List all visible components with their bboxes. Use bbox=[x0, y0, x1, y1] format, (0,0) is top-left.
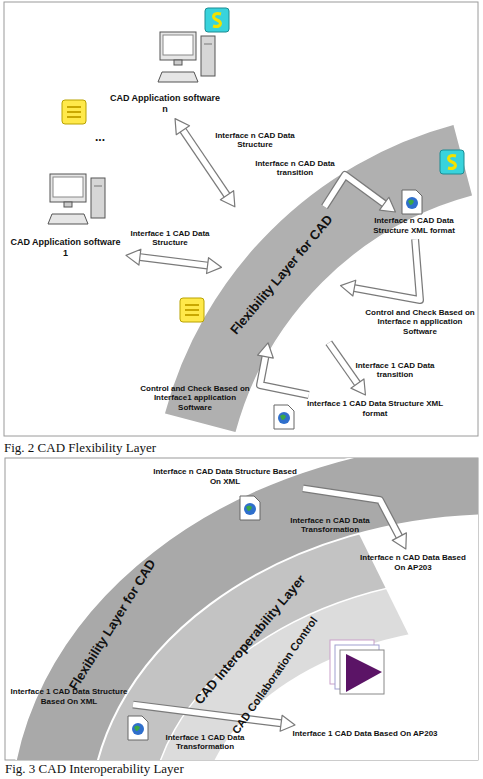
transfer-arrow bbox=[341, 239, 420, 300]
arrow-label: Control and Check Based on Interface n a… bbox=[365, 308, 475, 337]
arrow-outline bbox=[260, 353, 309, 395]
arrow-head bbox=[220, 191, 234, 207]
arrow-body bbox=[325, 175, 388, 207]
transfer-arrow bbox=[133, 705, 295, 732]
node-text: CAD Application software n bbox=[107, 93, 223, 115]
arrow-head bbox=[207, 258, 222, 274]
node-text: Interface n CAD Data Based On AP203 bbox=[354, 553, 472, 572]
data-structure-icon bbox=[180, 298, 204, 322]
figure-frame bbox=[4, 2, 478, 436]
data-structure-icon bbox=[205, 8, 229, 32]
arrow-body bbox=[350, 239, 420, 300]
node-text: Interface 1 CAD Data Structure XML forma… bbox=[302, 399, 448, 418]
arrow-label: Interface 1 CAD Data Transformation bbox=[150, 733, 260, 752]
arrow-head bbox=[175, 119, 189, 135]
arrow-label: Interface 1 CAD Data Structure bbox=[130, 229, 210, 248]
transfer-arrow bbox=[258, 343, 309, 395]
arrow-label: Interface 1 CAD Data transition bbox=[355, 361, 435, 380]
arrow-head bbox=[392, 533, 406, 549]
node-text: Interface 1 CAD Data Based On AP203 bbox=[292, 729, 438, 739]
arrow-head bbox=[341, 280, 356, 296]
arrow-head bbox=[351, 379, 366, 395]
xml-data-structure: Interface 1 CAD Data Structure Based On … bbox=[8, 686, 130, 707]
arrow-label: Interface n CAD Data Transformation bbox=[280, 516, 380, 535]
arrow-body bbox=[260, 353, 309, 395]
layer-bands bbox=[10, 458, 478, 760]
arrow-body bbox=[133, 705, 285, 724]
arrow-outline bbox=[350, 239, 420, 300]
xml-document-icon bbox=[274, 405, 294, 429]
arrow-label: Control and Check Based on Interface1 ap… bbox=[140, 384, 250, 413]
xml-document-icon bbox=[240, 496, 260, 520]
computer-icon bbox=[158, 32, 215, 82]
arrow-head bbox=[258, 343, 274, 358]
arrow-head bbox=[280, 715, 295, 731]
arrow-body bbox=[136, 257, 212, 267]
ellipsis-label: ... bbox=[95, 130, 105, 144]
arrow-label: Interface n CAD Data Structure bbox=[210, 131, 300, 150]
arrow-head bbox=[379, 197, 395, 212]
xml-data-structure: Interface n CAD Data Structure XML forma… bbox=[355, 215, 473, 236]
transfer-arrow bbox=[126, 249, 221, 273]
figure-caption: Fig. 3 CAD Interoperability Layer bbox=[5, 761, 184, 777]
xml-document-icon bbox=[402, 190, 422, 214]
figure-caption: Fig. 2 CAD Flexibility Layer bbox=[4, 440, 156, 456]
xml-data-structure: Interface 1 CAD Data Structure XML forma… bbox=[300, 398, 450, 419]
step-file-icon bbox=[330, 640, 384, 694]
node-text: Interface 1 CAD Data Structure Based On … bbox=[10, 687, 128, 706]
transfer-arrow bbox=[325, 175, 396, 212]
node-text: Interface n CAD Data Structure XML forma… bbox=[357, 216, 471, 235]
arrow-outline bbox=[329, 343, 360, 387]
node-text: CAD Application software 1 bbox=[10, 237, 121, 259]
xml-document-icon bbox=[128, 716, 148, 740]
data-structure-icon bbox=[440, 150, 464, 174]
arrow-head bbox=[126, 249, 141, 265]
arrow-body bbox=[329, 343, 360, 387]
xml-data-structure: Interface n CAD Data Structure Based On … bbox=[150, 466, 300, 487]
ap203-data: Interface 1 CAD Data Based On AP203 bbox=[290, 728, 440, 740]
application-computer: CAD Application software n bbox=[105, 92, 225, 116]
arrow-outline bbox=[133, 705, 285, 724]
computer-icon bbox=[48, 174, 105, 224]
ap203-data: Interface n CAD Data Based On AP203 bbox=[352, 552, 474, 573]
node-text: Interface n CAD Data Structure Based On … bbox=[152, 467, 298, 486]
arrow-outline bbox=[325, 175, 388, 207]
data-structure-icon bbox=[62, 100, 86, 124]
arrow-label: Interface n CAD Data transition bbox=[253, 159, 338, 178]
application-computer: CAD Application software 1 bbox=[8, 236, 123, 260]
arrow-outline bbox=[136, 257, 212, 267]
